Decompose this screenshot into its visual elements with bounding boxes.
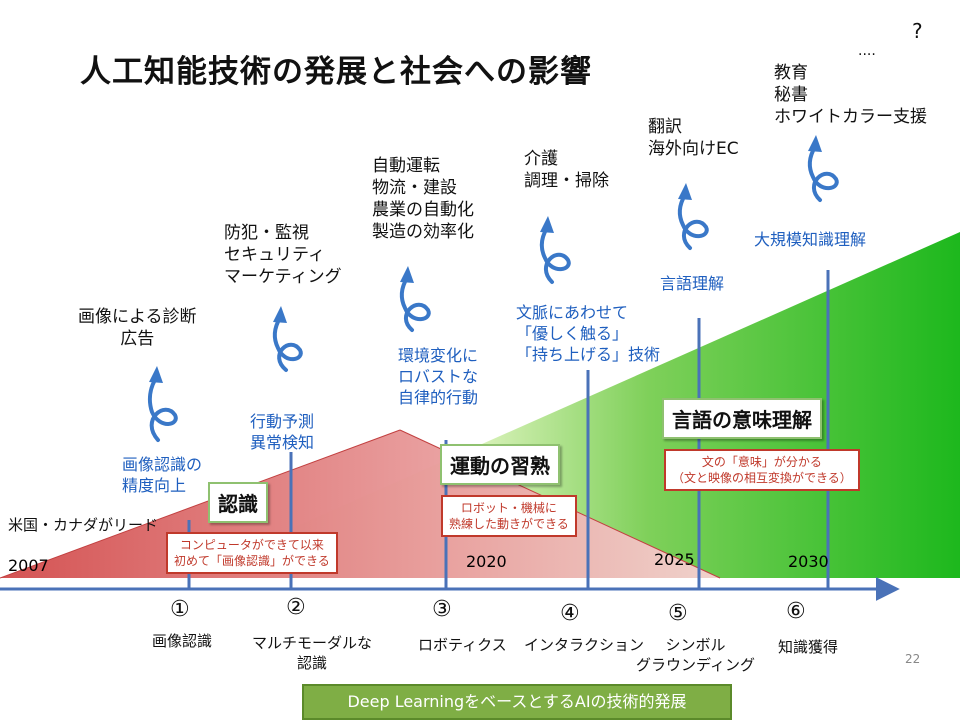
stage-number-3: ③ (432, 597, 452, 622)
curl-arrow-head-3 (400, 266, 414, 283)
capability-4: 文脈にあわせて 「優しく触る」 「持ち上げる」技術 (516, 303, 661, 364)
stage-label-6: 知識獲得 (778, 638, 839, 656)
curl-arrow-icon-1 (147, 376, 178, 442)
stage-number-4: ④ (560, 601, 580, 626)
stage-label-4: インタラクション (524, 636, 645, 654)
phase-label-motor: 運動の習熟 (440, 444, 560, 485)
question-mark: ? (912, 19, 923, 43)
year-2007: 2007 (8, 556, 49, 575)
phase-desc-language: 文の「意味」が分かる （文と映像の相互変換ができる） (664, 449, 860, 492)
year-2025: 2025 (654, 550, 695, 569)
year-2020: 2020 (466, 552, 507, 571)
stage-number-5: ⑤ (668, 601, 688, 626)
year-2030: 2030 (788, 552, 829, 571)
curl-arrow-icon-3 (399, 276, 431, 332)
capability-3: 環境変化に ロバストな 自律的行動 (398, 346, 479, 407)
application-2: 防犯・監視 セキュリティ マーケティング (224, 223, 342, 288)
curl-arrow-head-5 (678, 183, 692, 200)
capability-1: 画像認識の 精度向上 (122, 455, 203, 495)
page-number: 22 (905, 652, 921, 666)
stage-label-1: 画像認識 (152, 632, 213, 650)
curl-arrow-icon-4 (539, 226, 571, 284)
stage-number-1: ① (170, 597, 190, 622)
left-note: 米国・カナダがリード (8, 516, 159, 534)
phase-desc-recognition: コンピュータができて以来 初めて「画像認識」ができる (166, 532, 338, 575)
curl-arrow-icon-6 (807, 145, 839, 202)
stage-label-5: シンボル グラウンディング (636, 636, 755, 674)
curl-arrow-icon-2 (272, 316, 303, 372)
curl-arrow-head-2 (273, 306, 287, 323)
curl-arrow-icon-5 (677, 193, 709, 250)
application-5: 翻訳 海外向けEC (648, 117, 739, 160)
capability-2: 行動予測 異常検知 (250, 412, 315, 452)
curl-arrow-head-6 (808, 135, 822, 152)
application-6: 教育 秘書 ホワイトカラー支援 (774, 63, 927, 128)
stage-label-3: ロボティクス (418, 636, 507, 654)
page-title: 人工知能技術の発展と社会への影響 (80, 54, 592, 90)
stage-number-6: ⑥ (786, 599, 806, 624)
application-3: 自動運転 物流・建設 農業の自動化 製造の効率化 (372, 156, 474, 243)
application-4: 介護 調理・掃除 (524, 149, 609, 192)
phase-label-recognition: 認識 (208, 482, 268, 523)
footer-banner: Deep LearningをベースとするAIの技術的発展 (302, 684, 732, 720)
stage-label-2: マルチモーダルな 認識 (252, 634, 373, 672)
curl-arrow-head-4 (540, 216, 554, 233)
phase-desc-motor: ロボット・機械に 熟練した動きができる (441, 495, 577, 538)
ellipsis: .... (858, 43, 876, 59)
curl-arrow-head-1 (149, 366, 163, 383)
application-1: 画像による診断 広告 (78, 307, 197, 350)
stage-number-2: ② (286, 595, 306, 620)
capability-5: 言語理解 (660, 274, 725, 293)
capability-6: 大規模知識理解 (754, 230, 867, 249)
red-phase-edge (0, 429, 401, 579)
phase-label-language: 言語の意味理解 (662, 398, 822, 439)
